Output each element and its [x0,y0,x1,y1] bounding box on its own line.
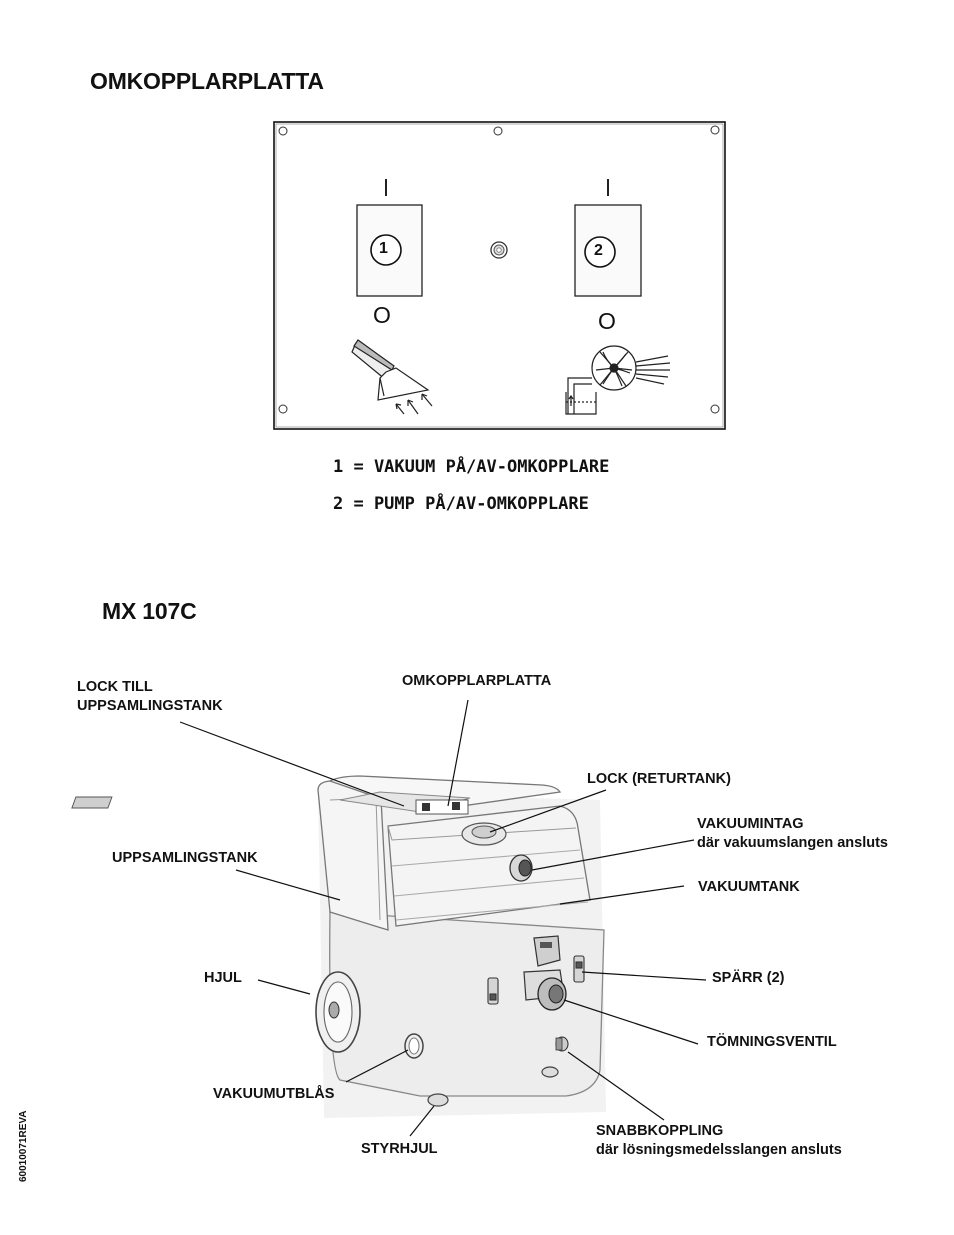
switch2-number-circle [584,236,616,268]
label-styrhjul: STYRHJUL [361,1141,438,1157]
switch2-off-label: O [598,308,616,334]
switch1-number: 1 [379,240,388,257]
collection-lid [71,796,113,809]
vacuum-inlet [509,854,533,882]
label-vakuumutblas: VAKUUMUTBLÅS [213,1086,335,1102]
label-snabbkoppling-2: där lösningsmedelsslangen ansluts [596,1142,842,1158]
label-lock-till-1: LOCK TILL [77,679,153,695]
return-tank-lid [461,822,507,846]
label-tomningsventil: TÖMNINGSVENTIL [707,1034,837,1050]
quick-connect [555,1036,569,1052]
leader-lines [179,699,707,1137]
document-id: 60010071REVA [18,1110,29,1182]
casters [427,1066,559,1107]
machine-top [328,775,562,813]
label-hjul: HJUL [204,970,242,986]
pump-icon [565,345,671,415]
switch1-number-circle [370,234,402,266]
rear-wheel [315,971,361,1053]
section-title-machine: MX 107C [102,598,197,624]
label-snabbkoppling-1: SNABBKOPPLING [596,1123,724,1139]
switch1-off-label: O [373,302,391,328]
label-vakuumintag-2: där vakuumslangen ansluts [697,835,888,851]
collection-tank [317,779,389,931]
panel-outline [273,121,726,430]
latches [487,955,585,1005]
section-title-panel: OMKOPPLARPLATTA [90,68,324,94]
label-sparr: SPÄRR (2) [712,970,785,986]
label-vakuumtank: VAKUUMTANK [698,879,800,895]
screw-holes [278,125,720,414]
label-lock-returtank: LOCK (RETURTANK) [587,771,731,787]
drain-valve [523,935,567,1011]
legend-item-2: 2 = PUMP PÅ/AV-OMKOPPLARE [333,494,589,514]
label-uppsamlingstank: UPPSAMLINGSTANK [112,850,258,866]
label-vakuumintag-1: VAKUUMINTAG [697,816,804,832]
legend-item-1: 1 = VAKUUM PÅ/AV-OMKOPPLARE [333,457,610,477]
label-lock-till-2: UPPSAMLINGSTANK [77,698,223,714]
indicator-light-icon [490,241,508,259]
switch-panel-on-machine [415,799,469,815]
label-omkopplarplatta: OMKOPPLARPLATTA [402,673,552,689]
vacuum-wand-icon [351,339,433,415]
switch2-number: 2 [594,242,603,259]
